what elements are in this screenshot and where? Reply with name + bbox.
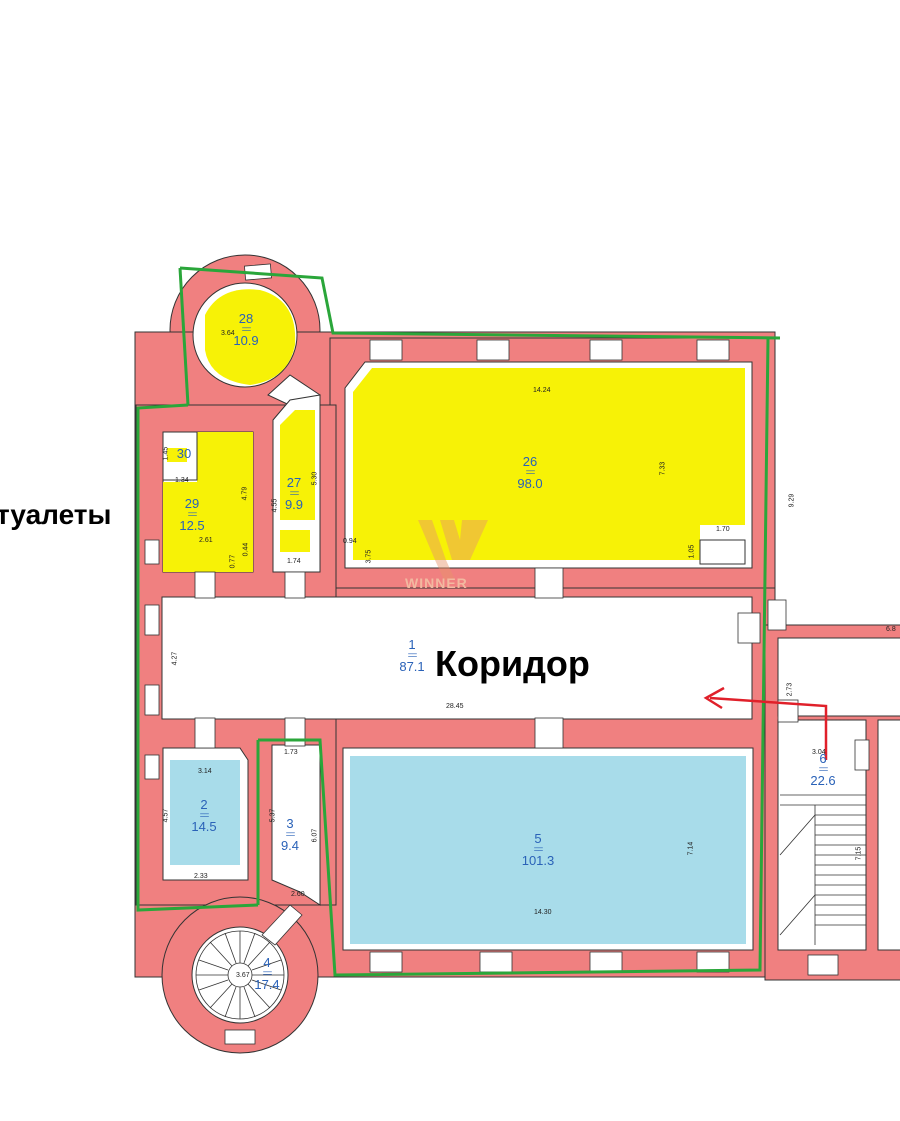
dim-2-60: 2.60: [291, 891, 305, 898]
dim-14-30: 14.30: [534, 909, 552, 916]
dim-3-75: 3.75: [365, 549, 373, 564]
dim-14-24: 14.24: [533, 387, 551, 394]
room-28-label: 28==10.9: [226, 312, 266, 347]
room-6-area: 22.6: [810, 773, 836, 788]
spiral-stair-room-4: [195, 904, 303, 1020]
room-2-area: 14.5: [191, 819, 217, 834]
corridor-label: Коридор: [435, 643, 590, 684]
doorways: [194, 567, 799, 749]
highlight-outline: [136, 266, 781, 977]
stairs-room-6: [779, 719, 866, 945]
dim-3-67: 3.67: [236, 972, 250, 979]
room-1-label: 1==87.1: [392, 638, 432, 673]
room-5-area: 101.3: [521, 853, 555, 868]
room-5-label: 5==101.3: [513, 832, 563, 867]
room-27-label: 27==9.9: [277, 476, 311, 511]
room-1-number: 1: [408, 637, 416, 652]
room-26-area: 98.0: [517, 476, 543, 491]
dim-1-45: 1.45: [162, 446, 170, 461]
dim-2-73: 2.73: [786, 682, 794, 697]
dim-0-44: 0.44: [242, 542, 250, 557]
room-2-label: 2==14.5: [184, 798, 224, 833]
dim-1-05: 1.05: [688, 544, 696, 559]
room-30-number: 30: [176, 446, 192, 461]
dim-2-61: 2.61: [199, 537, 213, 544]
room-29-number: 29: [184, 496, 200, 511]
room-3-area: 9.4: [280, 838, 300, 853]
room-5-number: 5: [534, 831, 542, 846]
dim-5-37: 5.37: [269, 808, 277, 823]
room-26-label: 26==98.0: [510, 455, 550, 490]
dim-3-04: 3.04: [812, 749, 826, 756]
room-4-number: 4: [263, 955, 271, 970]
room-26-number: 26: [522, 454, 538, 469]
room-27-number: 27: [286, 475, 302, 490]
room-3-shape[interactable]: [271, 744, 321, 906]
watermark-logo: [418, 520, 488, 580]
windows: [144, 263, 870, 1045]
room-29-label: 29==12.5: [172, 497, 212, 532]
room-28-number: 28: [238, 311, 254, 326]
room-30-label: 30: [170, 447, 198, 460]
dim-0-77: 0.77: [229, 554, 237, 569]
dim-4-57: 4.57: [162, 808, 170, 823]
room-3-number: 3: [286, 816, 294, 831]
watermark-text: WINNER: [405, 575, 468, 591]
room-28-area: 10.9: [233, 333, 259, 348]
dim-6-8: 6.8: [886, 626, 896, 633]
dim-6-07: 6.07: [311, 828, 319, 843]
dim-4-79: 4.79: [241, 486, 249, 501]
room-1-area: 87.1: [399, 659, 425, 674]
dim-1-34: 1.34: [175, 477, 189, 484]
room-6-number: 6: [819, 751, 827, 766]
room-3-label: 3==9.4: [273, 817, 307, 852]
room-fills: [161, 282, 900, 1024]
dim-4-55: 4.55: [271, 498, 279, 513]
dim-7-15: 7.15: [855, 846, 863, 861]
toilets-label: туалеты: [0, 499, 112, 530]
entrance-arrow: [703, 686, 828, 760]
dim-1-74: 1.74: [287, 558, 301, 565]
dim-0-94: 0.94: [343, 538, 357, 545]
dim-1-70: 1.70: [716, 526, 730, 533]
dim-9-29: 9.29: [788, 493, 796, 508]
room-4-area: 17.4: [254, 977, 280, 992]
room-1-shape[interactable]: [161, 596, 753, 720]
dim-28-45: 28.45: [446, 703, 464, 710]
dim-3-14: 3.14: [198, 768, 212, 775]
dim-2-33: 2.33: [194, 873, 208, 880]
dim-5-30: 5.30: [311, 471, 319, 486]
dim-7-33: 7.33: [659, 461, 667, 476]
dim-1-73: 1.73: [284, 749, 298, 756]
room-4-label: 4==17.4: [250, 956, 284, 991]
dim-4-27: 4.27: [171, 651, 179, 666]
room-6-label: 6==22.6: [803, 752, 843, 787]
room-2-number: 2: [200, 797, 208, 812]
dim-7-14: 7.14: [687, 841, 695, 856]
room-29-area: 12.5: [179, 518, 205, 533]
dim-3-64: 3.64: [221, 330, 235, 337]
room-27-area: 9.9: [284, 497, 304, 512]
room-4-shape[interactable]: [191, 926, 289, 1024]
